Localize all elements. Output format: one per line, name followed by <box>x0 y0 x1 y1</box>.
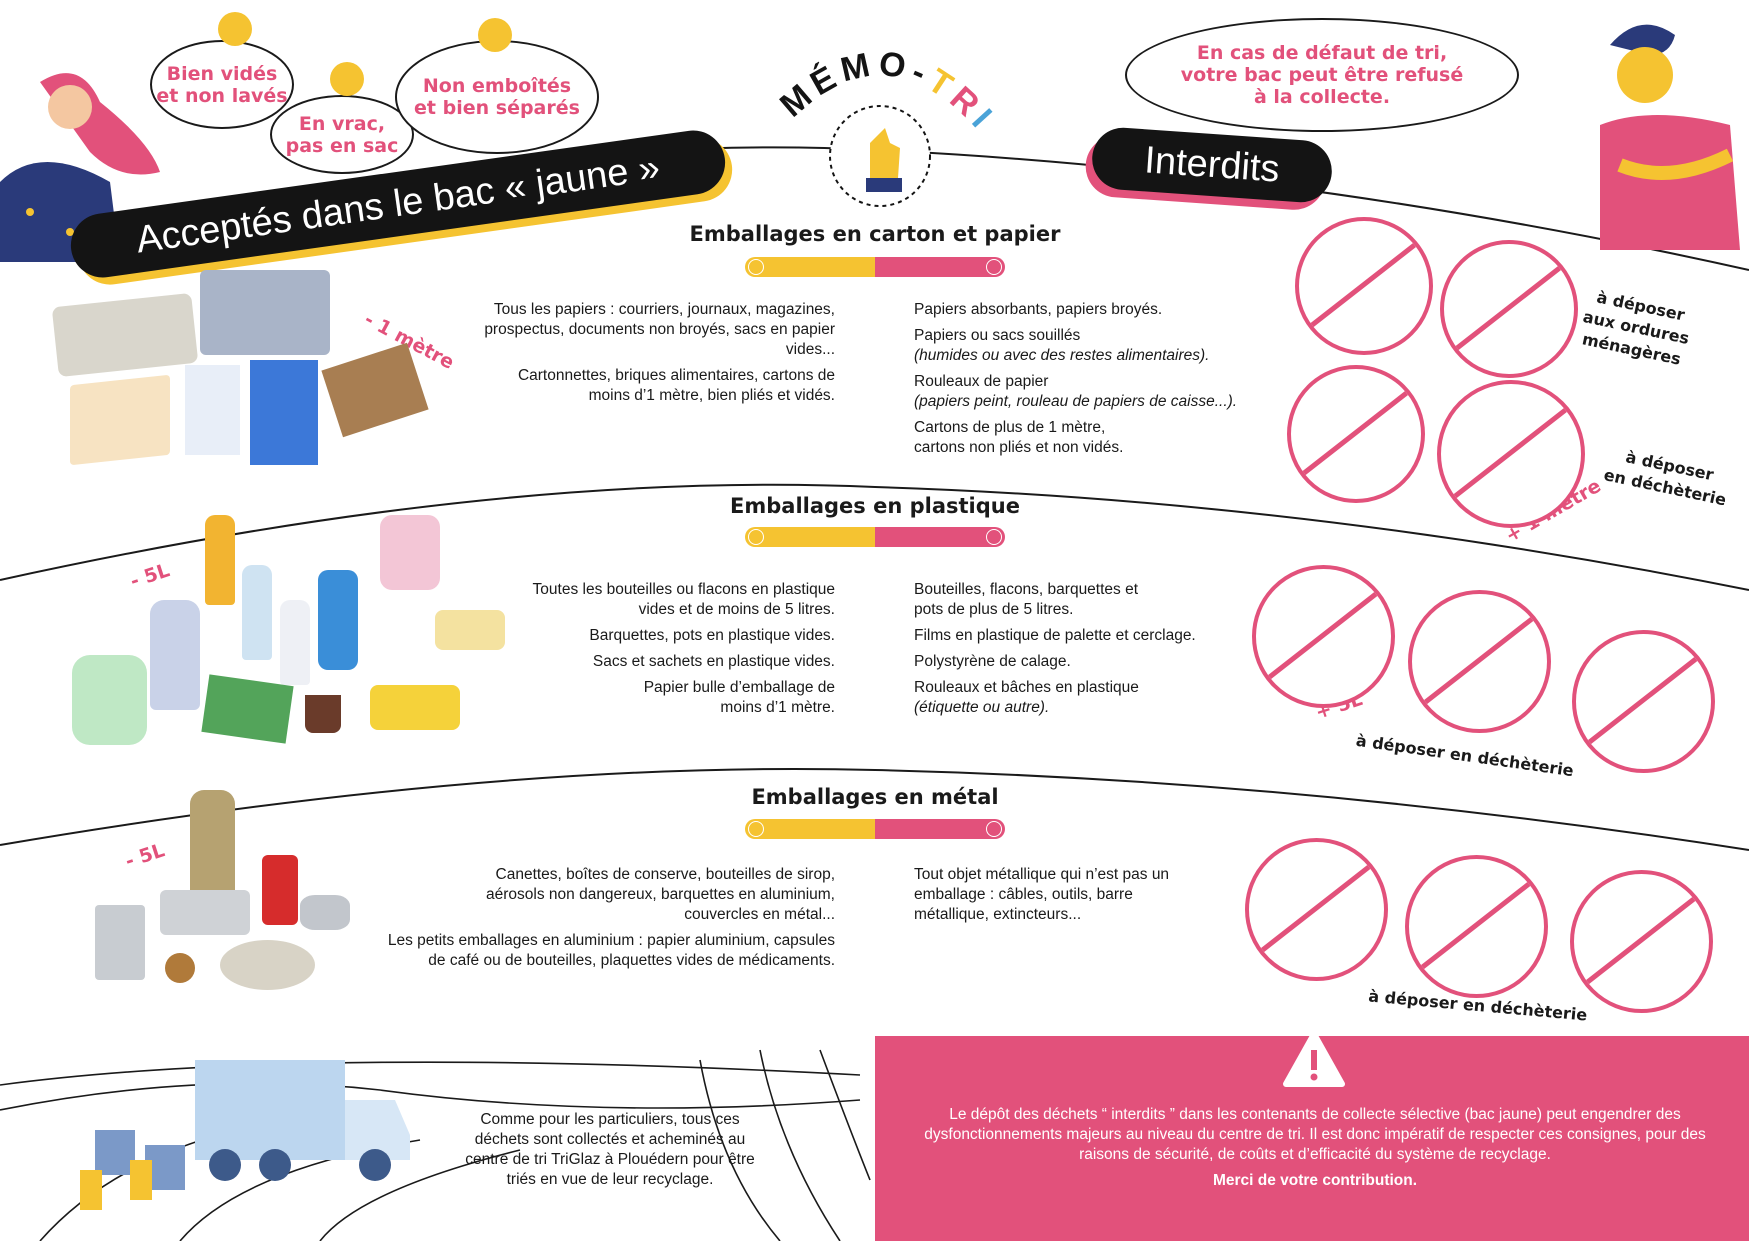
aerosol-image <box>190 790 235 900</box>
milk-carton-image <box>185 365 240 455</box>
metal-accepted-list: Canettes, boîtes de conserve, bouteilles… <box>380 865 835 977</box>
soda-can-image <box>262 855 298 925</box>
gauge-paper <box>745 257 1005 277</box>
butter-tub-image <box>435 610 505 650</box>
list-item: Bouteilles, flacons, barquettes et pots … <box>914 581 1139 618</box>
package-icon <box>478 18 512 52</box>
magazines-image <box>200 270 330 355</box>
yogurt-pot-image <box>305 695 341 733</box>
list-item: Barquettes, pots en plastique vides. <box>589 627 835 644</box>
memo-tri-logo: MÉMO-TRI <box>760 28 1000 218</box>
bubble-emptied: Bien vidés et non lavés <box>150 40 294 129</box>
list-item: Toutes les bouteilles ou flacons en plas… <box>532 581 835 618</box>
tin-can-image <box>95 905 145 980</box>
section-title-paper: Emballages en carton et papier <box>689 222 1061 246</box>
plastic-accepted-list: Toutes les bouteilles ou flacons en plas… <box>520 580 835 724</box>
man-illustration <box>1580 15 1749 250</box>
list-item: Papier bulle d’emballage de moins d’1 mè… <box>643 679 835 716</box>
cereal-box-image <box>70 374 170 466</box>
list-item: Cartonnettes, briques alimentaires, cart… <box>517 367 835 404</box>
oil-bottle-image <box>205 515 235 605</box>
list-item: Rouleaux de papier(papiers peint, roulea… <box>914 373 1238 410</box>
forbidden-cable-image <box>1245 838 1388 981</box>
toilet-cleaner-image <box>318 570 358 670</box>
metal-forbidden-list: Tout objet métallique qui n’est pas un e… <box>914 865 1204 931</box>
bubble-bulk: En vrac, pas en sac <box>270 95 414 174</box>
forbidden-paper-roll-image <box>1287 365 1425 503</box>
tap-icon <box>218 12 252 46</box>
forbidden-film-image <box>1572 630 1715 773</box>
section-title-plastic: Emballages en plastique <box>730 494 1020 518</box>
footer-collection-text: Comme pour les particuliers, tous ces dé… <box>465 1111 755 1188</box>
garbage-truck-illustration <box>75 1040 415 1220</box>
list-item: Papiers absorbants, papiers broyés. <box>914 301 1163 318</box>
list-item: Papiers ou sacs souillés(humides ou avec… <box>914 327 1210 364</box>
section-title-metal: Emballages en métal <box>751 785 999 809</box>
plastic-bag-image <box>72 655 147 745</box>
gauge-plastic <box>745 527 1005 547</box>
foil-image <box>300 895 350 930</box>
list-item: Cartons de plus de 1 mètre, cartons non … <box>914 419 1124 456</box>
frozen-bag-image <box>201 674 294 744</box>
warning-icon <box>1282 1028 1346 1092</box>
plastic-forbidden-list: Bouteilles, flacons, barquettes et pots … <box>914 580 1244 724</box>
capsule-image <box>165 953 195 983</box>
water-bottle-image <box>242 565 272 660</box>
paper-accepted-list: Tous les papiers : courriers, journaux, … <box>480 300 835 412</box>
forbidden-saw-image <box>1405 855 1548 998</box>
milk-bottle-image <box>280 600 310 685</box>
alu-tray-image <box>160 890 250 935</box>
gauge-metal <box>745 819 1005 839</box>
list-item: Sacs et sachets en plastique vides. <box>592 653 835 670</box>
forbidden-jerrycan-image <box>1252 565 1395 708</box>
forbidden-big-carton-image <box>1437 380 1585 528</box>
bag-icon <box>330 62 364 96</box>
papers-image <box>51 292 199 378</box>
list-item: Canettes, boîtes de conserve, bouteilles… <box>486 866 835 923</box>
list-item: Films en plastique de palette et cerclag… <box>914 627 1196 644</box>
forbidden-soiled-box-image <box>1440 240 1578 378</box>
carton-box-image <box>250 360 318 465</box>
forbidden-metal-bar-image <box>1570 870 1713 1013</box>
paper-forbidden-list: Papiers absorbants, papiers broyés. Papi… <box>914 300 1274 464</box>
tray-image <box>370 685 460 730</box>
forbidden-tissue-image <box>1295 217 1433 355</box>
detergent-bottle-image <box>150 600 200 710</box>
list-item: Tous les papiers : courriers, journaux, … <box>484 301 835 358</box>
forbidden-polystyrene-image <box>1408 590 1551 733</box>
plastic-film-image <box>380 515 440 590</box>
list-item: Rouleaux et bâches en plastique(étiquett… <box>914 679 1139 716</box>
footer-thanks: Merci de votre contribution. <box>1212 1172 1418 1189</box>
list-item: Tout objet métallique qui n’est pas un e… <box>914 866 1170 923</box>
footer-warning-text: Le dépôt des déchets “ interdits ” dans … <box>924 1106 1706 1163</box>
list-item: Polystyrène de calage. <box>914 653 1071 670</box>
list-item: Les petits emballages en aluminium : pap… <box>387 932 835 969</box>
bubble-refused: En cas de défaut de tri, votre bac peut … <box>1125 18 1519 132</box>
lids-image <box>220 940 315 990</box>
bubble-separated: Non emboîtés et bien séparés <box>395 40 599 154</box>
